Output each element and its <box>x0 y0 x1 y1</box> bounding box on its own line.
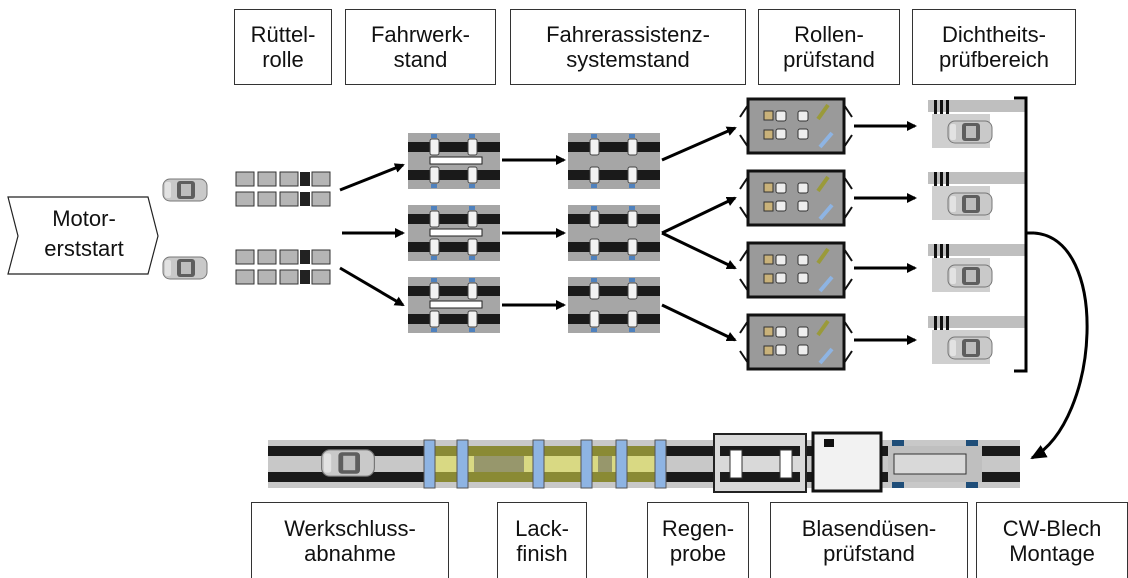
label-line: prüfstand <box>783 47 875 72</box>
blower-test-box <box>811 431 883 493</box>
label-line: Montage <box>1009 540 1095 566</box>
chassis-stand-3 <box>407 276 501 334</box>
start-label-line2: erststart <box>44 236 123 261</box>
label-dichtheitspruefbereich: Dichtheits- prüfbereich <box>912 9 1076 85</box>
collection-bracket <box>1014 96 1034 373</box>
label-line: Lack- <box>515 515 569 541</box>
label-rollenpruefstand: Rollen- prüfstand <box>758 9 900 85</box>
label-line: stand <box>393 47 448 72</box>
car-icon <box>321 449 375 477</box>
label-ruettelrolle: Rüttel- rolle <box>234 9 332 85</box>
label-line: prüfbereich <box>938 47 1050 72</box>
paint-finish-booth <box>423 439 667 489</box>
adas-stand-1 <box>567 132 661 190</box>
label-line: Rüttel- <box>250 22 316 47</box>
chassis-stand-1 <box>407 132 501 190</box>
start-label-line1: Motor- <box>52 206 116 231</box>
label-regenprobe: Regen- probe <box>647 502 749 578</box>
label-line: Fahrwerk- <box>370 22 470 47</box>
label-fahrerassistenzsystemstand: Fahrerassistenz- systemstand <box>510 9 746 85</box>
chassis-stand-2 <box>407 204 501 262</box>
cw-mounting-station <box>888 440 982 488</box>
label-line: Rollen- <box>794 22 864 47</box>
roller-stand-4 <box>738 313 854 371</box>
label-fahrwerkstand: Fahrwerk- stand <box>345 9 496 85</box>
label-lackfinish: Lack- finish <box>497 502 587 578</box>
car-icon <box>162 256 208 280</box>
label-line: systemstand <box>566 47 690 72</box>
label-werkschlussabnahme: Werkschluss- abnahme <box>251 502 449 578</box>
label-blasenduesenpruefstand: Blasendüsen- prüfstand <box>770 502 968 578</box>
label-line: finish <box>516 540 568 566</box>
return-arrow <box>1030 231 1089 460</box>
label-line: Werkschluss- <box>284 515 416 541</box>
label-line: CW-Blech <box>1002 515 1102 541</box>
label-line: Fahrerassistenz- <box>546 22 710 47</box>
label-line: probe <box>669 540 727 566</box>
label-line: Regen- <box>661 515 735 541</box>
leak-test-bay-3 <box>928 244 1026 292</box>
adas-stand-3 <box>567 276 661 334</box>
label-cw-blech-montage: CW-Blech Montage <box>976 502 1128 578</box>
label-line: prüfstand <box>823 540 915 566</box>
car-icon <box>162 178 208 202</box>
roller-stand-2 <box>738 169 854 227</box>
leak-test-bay-4 <box>928 316 1026 364</box>
leak-test-bay-2 <box>928 172 1026 220</box>
start-marker-shape <box>7 196 159 275</box>
roller-stand-3 <box>738 241 854 299</box>
shaker-roll-upper <box>235 171 331 207</box>
flow-arrows <box>339 121 917 345</box>
leak-test-bay-1 <box>928 100 1026 148</box>
rain-test-booth <box>713 433 807 493</box>
adas-stand-2 <box>567 204 661 262</box>
label-line: Blasendüsen- <box>801 515 937 541</box>
shaker-roll-lower <box>235 249 331 285</box>
roller-stand-1 <box>738 97 854 155</box>
label-line: abnahme <box>304 540 396 566</box>
label-line: Dichtheits- <box>942 22 1046 47</box>
label-line: rolle <box>262 47 304 72</box>
